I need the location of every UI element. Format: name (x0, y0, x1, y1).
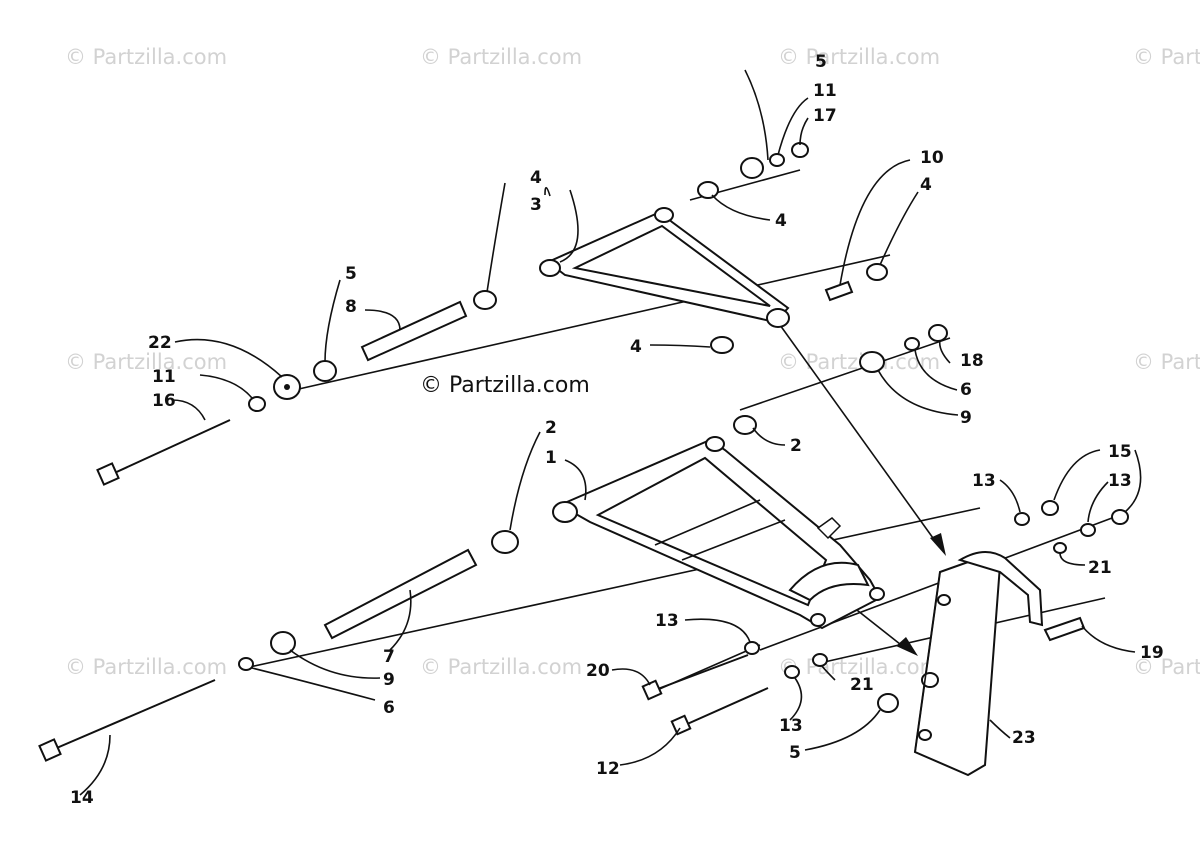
callout-21: 21 (1088, 558, 1112, 578)
callout-12: 12 (596, 759, 620, 779)
callout-2: 2 (790, 436, 802, 456)
callout-4: 4 (920, 175, 932, 195)
callout-3: 3 (530, 195, 542, 215)
watermark: © Partzilla.com (1133, 45, 1200, 69)
watermark: © Partzilla.com (65, 655, 227, 679)
callout-22: 22 (148, 333, 172, 353)
callout-23: 23 (1012, 728, 1036, 748)
callout-13: 13 (655, 611, 679, 631)
hardware-small (238, 142, 1129, 713)
callout-13: 13 (972, 471, 996, 491)
watermark: © Partzilla.com (65, 350, 227, 374)
leader-lines (79, 69, 1142, 796)
lower-a-arm (552, 436, 885, 630)
callout-9: 9 (960, 408, 972, 428)
callout-21: 21 (850, 675, 874, 695)
bolts (38, 419, 769, 762)
callout-4: 4 (775, 211, 787, 231)
callout-13: 13 (1108, 471, 1132, 491)
callout-20: 20 (586, 661, 610, 681)
assembly-arrows (779, 324, 946, 656)
callout-10: 10 (920, 148, 944, 168)
callout-2: 2 (545, 418, 557, 438)
watermark: © Partzilla.com (420, 45, 582, 69)
watermark: © Partzilla.com (420, 655, 582, 679)
callout-16: 16 (152, 391, 176, 411)
watermark: © Partzilla.com (1133, 655, 1200, 679)
callout-15: 15 (1108, 442, 1132, 462)
callout-4: 4 (630, 337, 642, 357)
callout-1: 1 (545, 448, 557, 468)
callout-labels: 5 11 17 10 4 4 3 4 5 8 4 22 18 © Partzil… (70, 52, 1164, 808)
watermark-layer: © Partzilla.com © Partzilla.com © Partzi… (65, 45, 1200, 679)
callout-5: 5 (789, 743, 801, 763)
watermark: © Partzilla.com (65, 45, 227, 69)
callout-6: 6 (383, 698, 395, 718)
upper-a-arm (539, 207, 790, 328)
callout-14: 14 (70, 788, 94, 808)
callout-11: 11 (813, 81, 837, 101)
watermark: © Partzilla.com (778, 655, 940, 679)
callout-5: 5 (815, 52, 827, 72)
callout-5: 5 (345, 264, 357, 284)
spindle (913, 551, 1044, 777)
tubes-and-bushings (323, 181, 1086, 642)
callout-18: 18 (960, 351, 984, 371)
callout-7: 7 (383, 647, 395, 667)
callout-11: 11 (152, 367, 176, 387)
callout-8: 8 (345, 297, 357, 317)
callout-6: 6 (960, 380, 972, 400)
callout-9: 9 (383, 670, 395, 690)
callout-19: 19 (1140, 643, 1164, 663)
watermark: © Partzilla.com (1133, 350, 1200, 374)
callout-13: 13 (779, 716, 803, 736)
callout-17: 17 (813, 106, 837, 126)
watermark: © Partzilla.com (778, 45, 940, 69)
copyright-text: © Partzilla.com (420, 373, 590, 398)
callout-4: 4 (530, 168, 542, 188)
